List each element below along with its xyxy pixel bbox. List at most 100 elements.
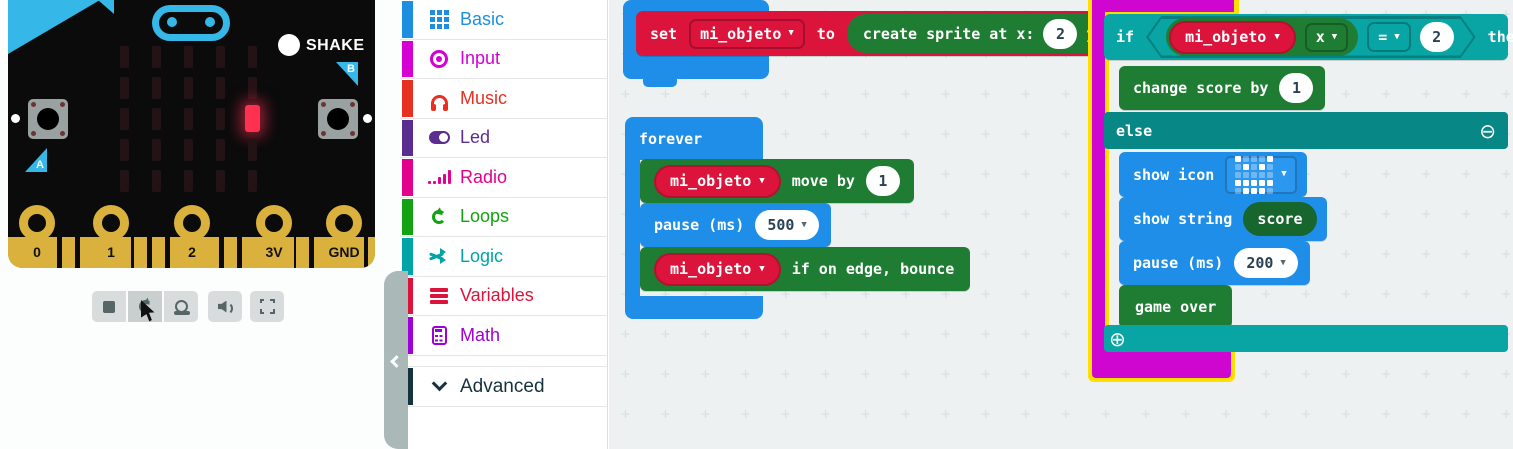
toolbox-category-radio[interactable]: Radio <box>400 158 608 198</box>
category-color-strip <box>402 198 413 235</box>
category-color-strip <box>402 1 413 38</box>
chevron-down-icon: ▼ <box>1281 169 1287 179</box>
button-b[interactable] <box>318 99 358 139</box>
set-variable-block[interactable]: set mi_objeto ▼ to create sprite at x: 2… <box>636 11 1164 56</box>
pause-value: 200 <box>1246 254 1274 272</box>
variable-pill-dropdown[interactable]: mi_objeto ▼ <box>654 164 781 198</box>
toolbox-category-logic[interactable]: Logic <box>400 237 608 277</box>
pause-block[interactable]: pause (ms) 200 ▼ <box>1119 241 1310 285</box>
remove-else-icon[interactable]: ⊖ <box>1479 118 1496 143</box>
else-label: else <box>1116 121 1153 140</box>
score-value-input[interactable]: 1 <box>1279 73 1314 103</box>
pin-gnd-ring[interactable] <box>326 205 362 241</box>
event-wrapper-top[interactable] <box>1092 0 1234 12</box>
move-by-label: move by <box>791 172 855 190</box>
show-string-block[interactable]: show string score <box>1119 197 1327 241</box>
icon-picker-dropdown[interactable]: ▼ <box>1225 155 1297 194</box>
board-corner-decoration <box>8 0 100 54</box>
forever-block-spine <box>625 159 640 297</box>
create-sprite-label: create sprite at x: <box>862 24 1035 43</box>
toolbox-category-loops[interactable]: Loops <box>400 198 608 237</box>
property-dropdown[interactable]: x ▼ <box>1305 23 1348 52</box>
game-over-block[interactable]: game over <box>1119 285 1233 328</box>
forever-block-header[interactable]: forever <box>625 117 763 160</box>
sprite-property-block[interactable]: mi_objeto ▼ x ▼ <box>1166 18 1358 56</box>
pause-value-dropdown[interactable]: 500 ▼ <box>755 210 819 240</box>
fullscreen-icon <box>257 297 276 315</box>
pause-value-dropdown[interactable]: 200 ▼ <box>1234 248 1298 278</box>
toolbox-category-variables[interactable]: Variables <box>400 277 608 316</box>
button-a[interactable] <box>28 99 68 139</box>
comparison-value-input[interactable]: 2 <box>1420 22 1454 52</box>
toolbox-category-advanced[interactable]: Advanced <box>400 366 608 407</box>
toolbox-category-math[interactable]: Math <box>400 316 608 356</box>
event-wrapper-spine <box>1092 0 1105 374</box>
variable-pill-dropdown[interactable]: mi_objeto ▼ <box>1169 21 1296 54</box>
chevron-down-icon: ▼ <box>788 28 794 38</box>
headphones-icon <box>428 92 450 112</box>
if-on-edge-bounce-block[interactable]: mi_objeto ▼ if on edge, bounce <box>640 247 971 291</box>
toggle-icon <box>428 131 450 145</box>
toolbox-category-basic[interactable]: Basic <box>400 0 608 40</box>
variable-name: mi_objeto <box>1185 28 1267 46</box>
change-score-block[interactable]: change score by 1 <box>1119 66 1326 110</box>
category-label: Music <box>460 87 508 108</box>
pin-1-ring[interactable] <box>93 205 129 241</box>
variable-pill-dropdown[interactable]: mi_objeto ▼ <box>654 252 781 286</box>
icon-preview <box>1235 155 1274 194</box>
pin-0-ring[interactable] <box>19 205 55 241</box>
sound-button[interactable] <box>208 291 242 322</box>
led-grid[interactable] <box>120 46 270 196</box>
shake-button[interactable] <box>278 34 300 56</box>
category-label: Math <box>460 324 501 345</box>
variable-name: mi_objeto <box>670 260 752 278</box>
operator-dropdown[interactable]: = ▼ <box>1367 22 1410 52</box>
led-0-2 <box>184 46 193 68</box>
category-label: Logic <box>460 245 504 266</box>
pause-label: pause (ms) <box>1133 254 1224 272</box>
else-bar[interactable]: else ⊖ <box>1104 112 1508 149</box>
chevron-down-icon: ▼ <box>1331 31 1338 42</box>
comparison-block[interactable]: mi_objeto ▼ x ▼ = ▼ 2 <box>1146 16 1476 58</box>
pin-label-3v: 3V <box>254 237 294 268</box>
simulator-collapse-handle[interactable] <box>384 271 408 449</box>
led-3-4 <box>248 139 257 161</box>
stop-button[interactable] <box>92 291 126 322</box>
then-label: then <box>1487 28 1513 46</box>
variable-dropdown[interactable]: mi_objeto ▼ <box>689 18 805 49</box>
block-workspace[interactable]: +++++++++++++++++++++++ ++++++++++++++++… <box>609 0 1513 449</box>
pin-label-gnd: GND <box>324 237 364 268</box>
pause-block[interactable]: pause (ms) 500 ▼ <box>640 203 831 247</box>
x-value-input[interactable]: 2 <box>1043 18 1078 49</box>
pause-label: pause (ms) <box>654 216 745 234</box>
led-3-2 <box>184 139 193 161</box>
move-value-input[interactable]: 1 <box>865 166 900 196</box>
toolbox-category-led[interactable]: Led <box>400 119 608 158</box>
add-branch-icon[interactable]: ⊕ <box>1109 326 1126 351</box>
sprite-move-block[interactable]: mi_objeto ▼ move by 1 <box>640 159 914 203</box>
pin-2-ring[interactable] <box>174 205 210 241</box>
slow-motion-button[interactable] <box>164 291 198 322</box>
toolbox-category-music[interactable]: Music <box>400 79 608 119</box>
pin-3v-ring[interactable] <box>256 205 292 241</box>
shake-label: SHAKE <box>306 37 365 54</box>
category-label: Led <box>460 127 491 148</box>
if-block-header[interactable]: if mi_objeto ▼ x ▼ = ▼ 2 <box>1104 14 1513 60</box>
microbit-logo[interactable] <box>152 5 230 41</box>
fullscreen-button[interactable] <box>250 291 284 322</box>
chevron-down-icon <box>428 375 450 392</box>
calculator-icon <box>428 325 450 345</box>
led-3-0 <box>120 139 129 161</box>
led-2-0 <box>120 108 129 130</box>
led-4-1 <box>152 170 161 192</box>
if-block-bottom-bar: ⊕ <box>1104 325 1508 352</box>
snail-icon <box>173 300 190 315</box>
led-2-4 <box>245 105 260 132</box>
lines-icon <box>428 287 450 305</box>
show-icon-block[interactable]: show icon ▼ <box>1119 152 1307 197</box>
signal-icon <box>427 170 451 185</box>
led-4-0 <box>120 170 129 192</box>
toolbox-category-input[interactable]: Input <box>400 40 608 79</box>
led-4-2 <box>184 170 193 192</box>
score-variable-pill[interactable]: score <box>1243 202 1317 236</box>
